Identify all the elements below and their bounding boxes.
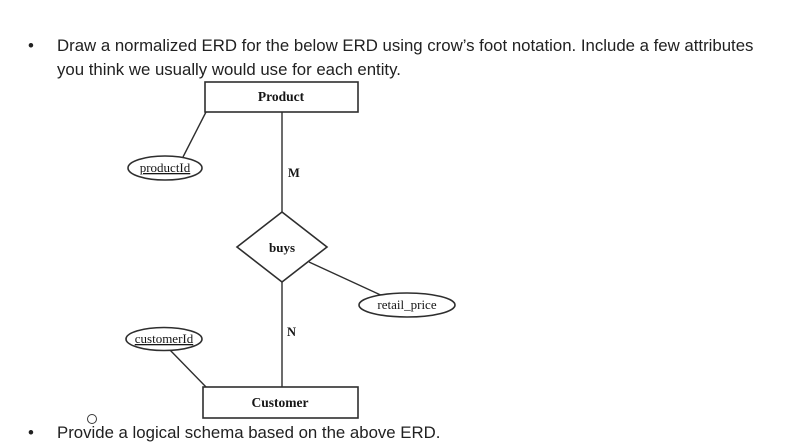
cardinality-n-label: N <box>287 325 296 339</box>
entity-product-label: Product <box>258 89 305 104</box>
entity-customer-label: Customer <box>252 395 309 410</box>
cardinality-m-label: M <box>288 166 300 180</box>
bullet-icon: • <box>28 423 34 442</box>
attribute-productid-label: productId <box>140 160 191 175</box>
relationship-buys-label: buys <box>269 240 295 255</box>
attribute-retailprice-ellipse <box>358 292 456 318</box>
attribute-customerid-ellipse <box>125 326 203 352</box>
connector-buys-retailprice <box>308 261 386 298</box>
entity-product-box <box>204 81 359 113</box>
task-1-text: Draw a normalized ERD for the below ERD … <box>57 34 753 81</box>
attribute-productid-ellipse <box>127 155 203 181</box>
connector-product-productid <box>182 111 207 158</box>
task-1-line-2: you think we usually would use for each … <box>57 59 401 79</box>
task-1-line-1: Draw a normalized ERD for the below ERD … <box>57 36 754 55</box>
sub-bullet-circle-icon <box>87 414 97 424</box>
entity-customer-box <box>202 386 359 419</box>
task-2-text: Provide a logical schema based on the ab… <box>57 423 441 442</box>
attribute-customerid-label: customerId <box>135 331 194 346</box>
bullet-icon: • <box>28 36 34 55</box>
attribute-retailprice-label: retail_price <box>377 297 436 312</box>
connector-customerid-customer <box>168 348 208 389</box>
relationship-buys-diamond <box>235 210 329 284</box>
